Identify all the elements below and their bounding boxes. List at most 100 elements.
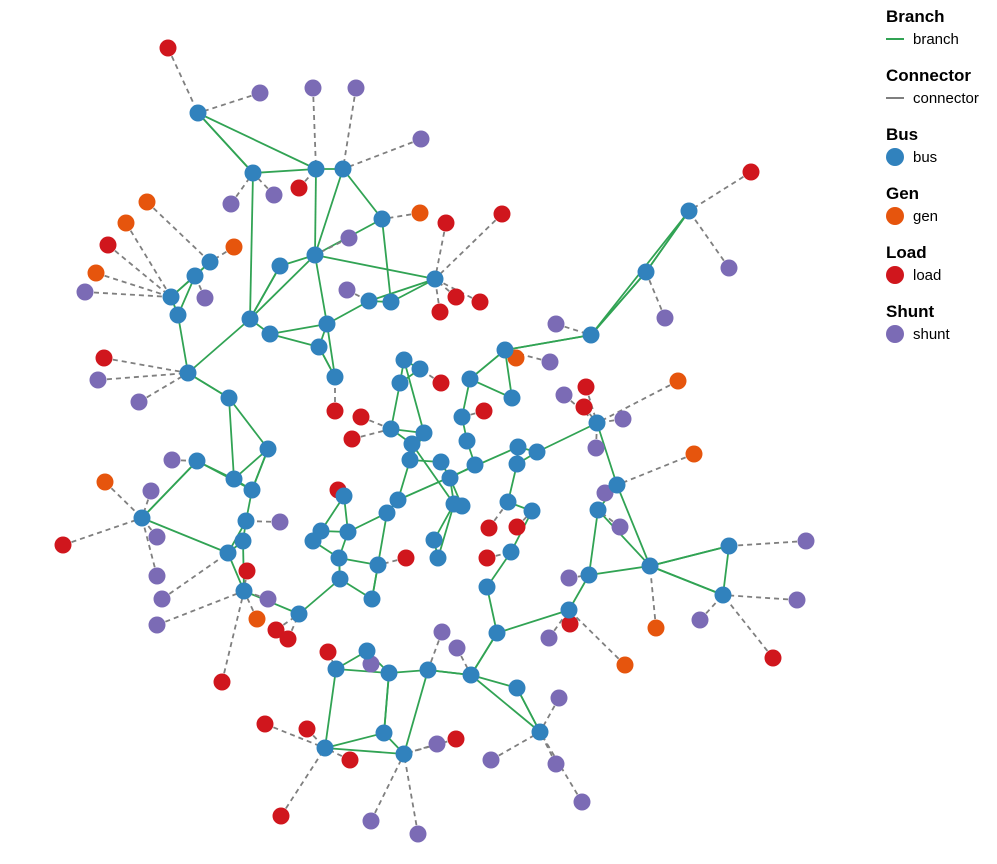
shunt-node[interactable] [448, 639, 466, 657]
bus-node[interactable] [186, 267, 204, 285]
shunt-node[interactable] [547, 755, 565, 773]
gen-node[interactable] [87, 264, 105, 282]
load-node[interactable] [447, 288, 465, 306]
shunt-node[interactable] [409, 825, 427, 843]
shunt-node[interactable] [788, 591, 806, 609]
bus-node[interactable] [241, 310, 259, 328]
shunt-node[interactable] [412, 130, 430, 148]
bus-node[interactable] [391, 374, 409, 392]
bus-node[interactable] [316, 739, 334, 757]
bus-node[interactable] [304, 532, 322, 550]
shunt-node[interactable] [347, 79, 365, 97]
load-node[interactable] [480, 519, 498, 537]
shunt-node[interactable] [259, 590, 277, 608]
load-node[interactable] [319, 643, 337, 661]
shunt-node[interactable] [338, 281, 356, 299]
bus-node[interactable] [318, 315, 336, 333]
load-node[interactable] [343, 430, 361, 448]
gen-node[interactable] [411, 204, 429, 222]
bus-node[interactable] [478, 578, 496, 596]
load-node[interactable] [54, 536, 72, 554]
shunt-node[interactable] [541, 353, 559, 371]
bus-node[interactable] [133, 509, 151, 527]
bus-node[interactable] [582, 326, 600, 344]
shunt-node[interactable] [76, 283, 94, 301]
bus-node[interactable] [441, 469, 459, 487]
bus-node[interactable] [363, 590, 381, 608]
bus-node[interactable] [588, 414, 606, 432]
shunt-node[interactable] [797, 532, 815, 550]
shunt-node[interactable] [547, 315, 565, 333]
bus-node[interactable] [179, 364, 197, 382]
load-node[interactable] [493, 205, 511, 223]
shunt-node[interactable] [560, 569, 578, 587]
bus-node[interactable] [426, 270, 444, 288]
bus-node[interactable] [395, 745, 413, 763]
shunt-node[interactable] [362, 655, 380, 673]
shunt-node[interactable] [340, 229, 358, 247]
load-node[interactable] [95, 349, 113, 367]
load-node[interactable] [326, 402, 344, 420]
shunt-node[interactable] [555, 386, 573, 404]
bus-node[interactable] [378, 504, 396, 522]
bus-node[interactable] [360, 292, 378, 310]
bus-node[interactable] [453, 497, 471, 515]
bus-node[interactable] [335, 487, 353, 505]
bus-node[interactable] [637, 263, 655, 281]
bus-node[interactable] [234, 532, 252, 550]
bus-node[interactable] [425, 531, 443, 549]
bus-node[interactable] [461, 370, 479, 388]
gen-node[interactable] [616, 656, 634, 674]
bus-node[interactable] [458, 432, 476, 450]
bus-node[interactable] [680, 202, 698, 220]
bus-node[interactable] [243, 481, 261, 499]
shunt-node[interactable] [482, 751, 500, 769]
bus-node[interactable] [358, 642, 376, 660]
shunt-node[interactable] [163, 451, 181, 469]
load-node[interactable] [437, 214, 455, 232]
bus-node[interactable] [310, 338, 328, 356]
bus-node[interactable] [488, 624, 506, 642]
load-node[interactable] [575, 398, 593, 416]
shunt-node[interactable] [89, 371, 107, 389]
shunt-node[interactable] [611, 518, 629, 536]
bus-node[interactable] [331, 570, 349, 588]
bus-node[interactable] [508, 679, 526, 697]
shunt-node[interactable] [362, 812, 380, 830]
bus-node[interactable] [382, 420, 400, 438]
load-node[interactable] [577, 378, 595, 396]
gen-node[interactable] [96, 473, 114, 491]
bus-node[interactable] [219, 544, 237, 562]
shunt-node[interactable] [550, 689, 568, 707]
bus-node[interactable] [244, 164, 262, 182]
bus-node[interactable] [401, 451, 419, 469]
shunt-node[interactable] [148, 616, 166, 634]
shunt-node[interactable] [540, 629, 558, 647]
bus-node[interactable] [306, 246, 324, 264]
bus-node[interactable] [327, 660, 345, 678]
bus-node[interactable] [429, 549, 447, 567]
shunt-node[interactable] [587, 439, 605, 457]
load-node[interactable] [447, 730, 465, 748]
load-node[interactable] [471, 293, 489, 311]
load-node[interactable] [272, 807, 290, 825]
load-node[interactable] [742, 163, 760, 181]
load-node[interactable] [267, 621, 285, 639]
bus-node[interactable] [225, 470, 243, 488]
bus-node[interactable] [259, 440, 277, 458]
load-node[interactable] [431, 303, 449, 321]
bus-node[interactable] [720, 537, 738, 555]
gen-node[interactable] [685, 445, 703, 463]
gen-node[interactable] [117, 214, 135, 232]
bus-node[interactable] [290, 605, 308, 623]
load-node[interactable] [397, 549, 415, 567]
bus-node[interactable] [531, 723, 549, 741]
load-node[interactable] [432, 374, 450, 392]
shunt-node[interactable] [691, 611, 709, 629]
bus-node[interactable] [419, 661, 437, 679]
shunt-node[interactable] [614, 410, 632, 428]
bus-node[interactable] [415, 424, 433, 442]
shunt-node[interactable] [720, 259, 738, 277]
bus-node[interactable] [509, 438, 527, 456]
bus-node[interactable] [608, 476, 626, 494]
